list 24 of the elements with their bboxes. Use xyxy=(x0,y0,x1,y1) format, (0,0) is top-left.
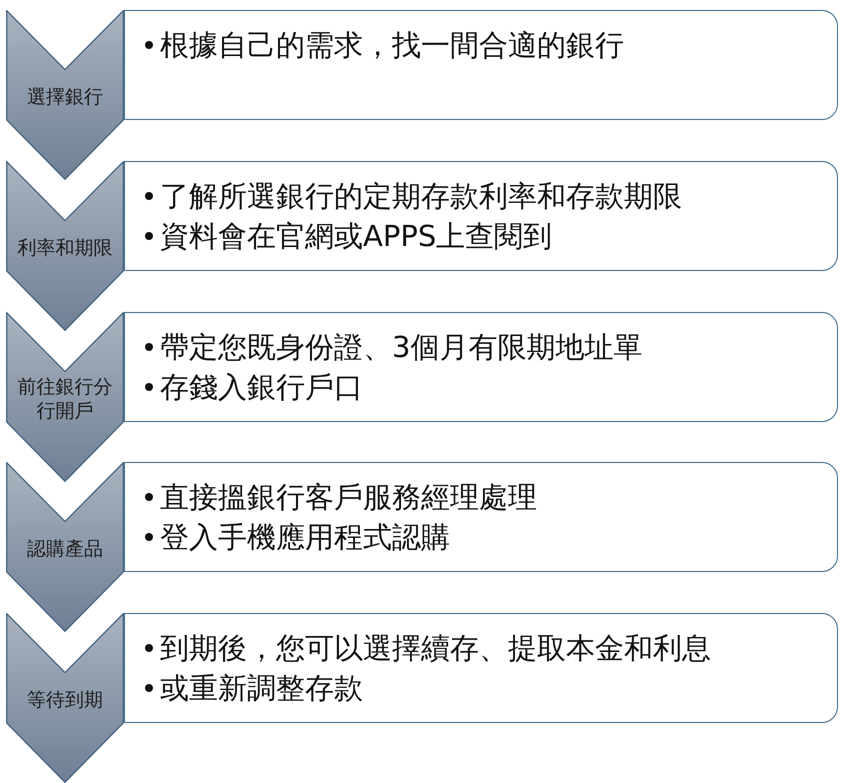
chevron-step xyxy=(6,10,124,180)
bullet-text: 帶定您既身份證、3個月有限期地址單 xyxy=(160,328,642,364)
bullet-text: 或重新調整存款 xyxy=(160,670,363,706)
bullet-text: 存錢入銀行戶口 xyxy=(160,368,363,404)
bullet-text: 根據自己的需求，找一間合適的銀行 xyxy=(160,27,624,63)
bullet-text: 了解所選銀行的定期存款利率和存款期限 xyxy=(160,178,682,214)
chevron-step xyxy=(6,312,124,482)
bullet-text: 直接搵銀行客戶服務經理處理 xyxy=(160,479,537,516)
step-label: 前往銀行分行開戶 xyxy=(16,374,114,422)
chevron-step xyxy=(6,613,124,783)
bullet-text: 到期後，您可以選擇續存、提取本金和利息 xyxy=(160,630,711,666)
step-label: 選擇銀行 xyxy=(27,85,103,109)
chevron-step xyxy=(6,160,124,331)
info-box xyxy=(124,160,838,271)
info-box xyxy=(124,462,838,572)
info-box xyxy=(124,10,838,120)
step-label: 認購產品 xyxy=(27,537,103,562)
bullet-text: 登入手機應用程式認購 xyxy=(160,519,450,556)
chevron-step xyxy=(6,462,124,632)
step-label: 等待到期 xyxy=(27,688,103,712)
step-label: 利率和期限 xyxy=(18,236,112,260)
info-box xyxy=(124,613,838,723)
bullet-text: 資料會在官網或APPS上查閱到 xyxy=(160,218,552,254)
info-box xyxy=(124,312,838,422)
